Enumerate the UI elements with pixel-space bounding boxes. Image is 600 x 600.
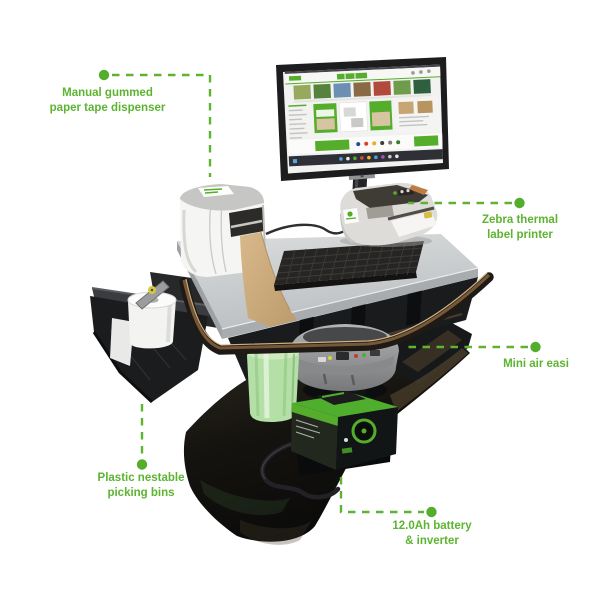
label-printer-unit [340, 182, 438, 247]
callout-label-tape-dispenser: Manual gummed paper tape dispenser [30, 86, 185, 116]
callout-line-tape-dispenser [112, 73, 212, 177]
callout-dot-battery [426, 506, 437, 518]
keyboard [274, 241, 424, 291]
callout-label-mini-air-easi-line1: Mini air easi [503, 358, 569, 370]
frame-handle [179, 272, 494, 355]
callout-dot-zebra-printer [514, 197, 525, 209]
callout-label-battery-line2: & inverter [405, 535, 459, 547]
callout-label-battery: 12.0Ah battery & inverter [362, 519, 502, 549]
cutter-bracket [135, 280, 170, 310]
battery-inverter-unit [260, 391, 398, 500]
kraft-tape [240, 231, 297, 327]
monitor [276, 57, 449, 181]
callout-label-zebra-printer-line2: label printer [487, 229, 553, 241]
callout-dots [98, 69, 541, 518]
callout-dot-picking-bins [136, 459, 148, 470]
callout-label-picking-bins-line2: picking bins [107, 487, 175, 499]
callout-label-mini-air-easi: Mini air easi [466, 357, 600, 372]
machine-display [336, 352, 349, 360]
callout-label-picking-bins-line1: Plastic nestable [97, 472, 185, 484]
callout-label-zebra-printer: Zebra thermal label printer [450, 213, 590, 243]
callout-dot-tape-dispenser [98, 69, 110, 81]
callout-dot-mini-air-easi [530, 341, 541, 353]
callout-label-picking-bins: Plastic nestable picking bins [71, 471, 211, 501]
callout-label-zebra-printer-line1: Zebra thermal [481, 214, 559, 226]
callout-connectors [112, 73, 528, 514]
callout-label-tape-dispenser-line1: Manual gummed [62, 87, 153, 99]
callout-line-battery [339, 477, 424, 514]
callout-label-battery-line1: 12.0Ah battery [392, 520, 472, 532]
callout-label-tape-dispenser-line2: paper tape dispenser [49, 102, 166, 114]
film-roll [247, 346, 299, 422]
